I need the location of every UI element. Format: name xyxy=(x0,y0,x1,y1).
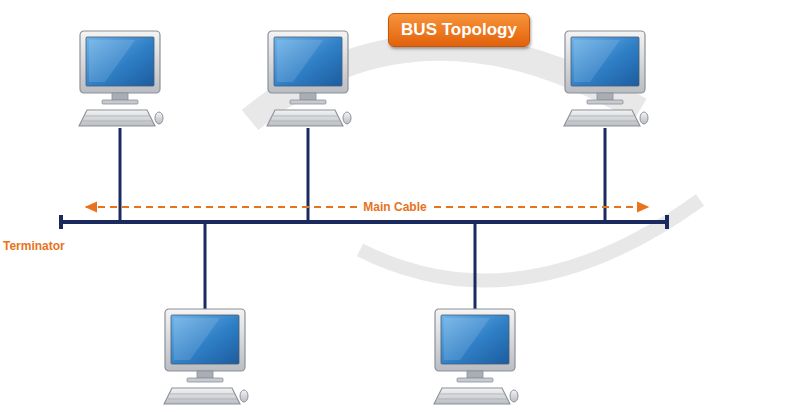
terminator-end xyxy=(59,215,63,229)
computer-icon xyxy=(164,309,248,404)
cable-label: Main Cable xyxy=(359,200,430,214)
title-badge: BUS Topology xyxy=(388,13,530,47)
terminator-end xyxy=(665,215,669,229)
computer-icon xyxy=(267,31,351,126)
computer-icon xyxy=(564,31,648,126)
drop-cables xyxy=(120,128,605,310)
main-cable xyxy=(60,220,668,224)
computer-icon xyxy=(79,31,163,126)
computer-icon xyxy=(434,309,518,404)
terminator-label: Terminator xyxy=(3,239,65,253)
